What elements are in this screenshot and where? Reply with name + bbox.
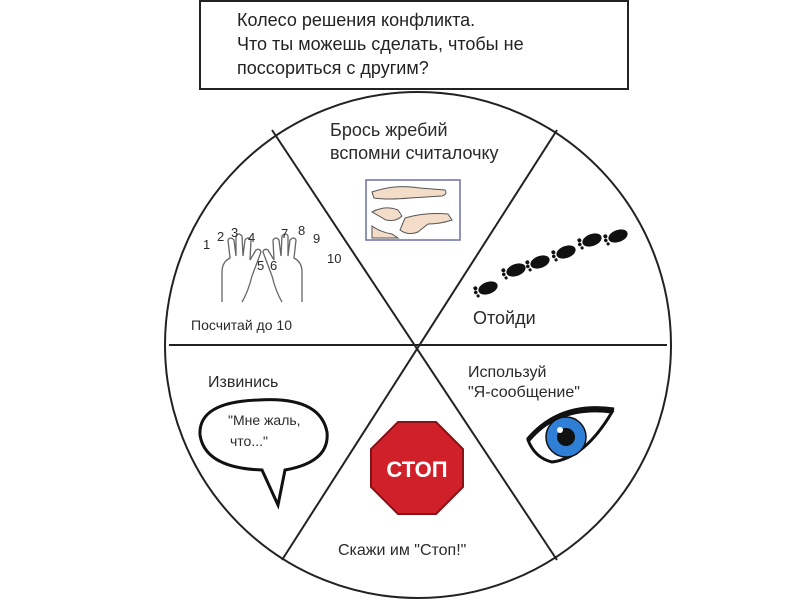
count-number-2: 2 bbox=[217, 229, 224, 244]
title-line-2: Что ты можешь сделать, чтобы не bbox=[237, 34, 524, 54]
title-box: Колесо решения конфликта. Что ты можешь … bbox=[199, 0, 629, 90]
throw-dice-line-1: Брось жребий bbox=[330, 120, 448, 140]
count-number-10: 10 bbox=[327, 251, 341, 266]
count-number-6: 6 bbox=[270, 258, 277, 273]
segment-walk-away: Отойди bbox=[473, 229, 628, 328]
hands-icon bbox=[221, 233, 303, 303]
hands-game-icon bbox=[365, 179, 461, 241]
title-line-3: поссориться с другим? bbox=[237, 58, 429, 78]
walk-away-label: Отойди bbox=[473, 308, 536, 328]
say-stop-label: Скажи им "Стоп!" bbox=[338, 542, 466, 559]
throw-dice-line-2: вспомни считалочку bbox=[330, 143, 499, 163]
count-number-4: 4 bbox=[248, 230, 255, 245]
count-number-7: 7 bbox=[281, 226, 288, 241]
stop-sign-icon: СТОП bbox=[370, 421, 464, 515]
count-number-9: 9 bbox=[313, 231, 320, 246]
apologize-label: Извинись bbox=[208, 374, 278, 391]
eye-icon bbox=[526, 406, 615, 464]
i-message-line-1: Используй bbox=[468, 364, 546, 381]
stop-sign-text: СТОП bbox=[386, 457, 447, 482]
divider-diagonal-2 bbox=[281, 129, 558, 561]
segment-throw-dice: Брось жребий вспомни считалочку bbox=[330, 120, 499, 241]
i-message-line-2: "Я-сообщение" bbox=[468, 384, 580, 401]
segment-say-stop: СТОП Скажи им "Стоп!" bbox=[338, 421, 466, 559]
count-number-1: 1 bbox=[203, 237, 210, 252]
bubble-line-2: что..." bbox=[230, 433, 268, 449]
count-to-10-label: Посчитай до 10 bbox=[191, 317, 292, 333]
count-number-3: 3 bbox=[231, 225, 238, 240]
divider-diagonal-1 bbox=[271, 129, 558, 561]
segment-count-to-10: 1 2 3 4 5 6 7 8 9 10 Посчитай до 10 bbox=[191, 223, 341, 333]
segment-apologize: Извинись "Мне жаль, что..." bbox=[198, 374, 329, 510]
segment-i-message: Используй "Я-сообщение" bbox=[468, 364, 615, 464]
count-number-5: 5 bbox=[257, 258, 264, 273]
speech-bubble-icon bbox=[198, 398, 329, 510]
title-line-1: Колесо решения конфликта. bbox=[237, 10, 476, 30]
bubble-line-1: "Мне жаль, bbox=[228, 412, 301, 428]
count-number-8: 8 bbox=[298, 223, 305, 238]
footprints-icon bbox=[473, 229, 628, 298]
